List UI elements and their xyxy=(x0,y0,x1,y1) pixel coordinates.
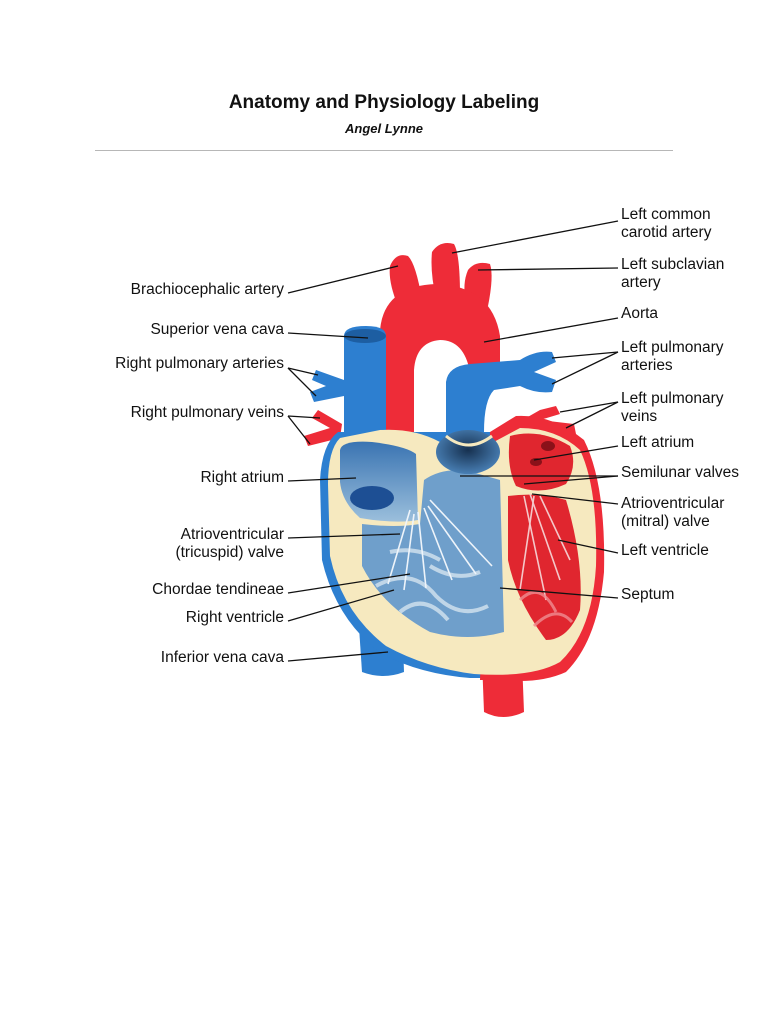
page-title: Anatomy and Physiology Labeling xyxy=(228,92,540,113)
pulmonary-vein-opening xyxy=(541,441,555,451)
label-mitral-valve: Atrioventricular xyxy=(621,495,724,512)
label-tricuspid-valve-2: (tricuspid) valve xyxy=(175,544,284,561)
label-left-pulmonary-veins-2: veins xyxy=(621,408,657,425)
label-inferior-vena-cava: Inferior vena cava xyxy=(161,649,285,666)
label-left-pulmonary-veins: Left pulmonary xyxy=(621,390,724,407)
leader-lines xyxy=(287,220,619,662)
label-semilunar-valves: Semilunar valves xyxy=(621,464,739,481)
label-left-pulmonary-arteries-2: arteries xyxy=(621,357,673,374)
label-aorta: Aorta xyxy=(621,305,658,322)
label-left-subclavian-2: artery xyxy=(621,274,661,291)
aortic-arch xyxy=(380,284,500,440)
label-right-atrium: Right atrium xyxy=(200,469,284,486)
label-brachiocephalic-artery: Brachiocephalic artery xyxy=(131,281,285,298)
superior-vena-cava-opening xyxy=(344,329,386,343)
heart-illustration xyxy=(304,243,605,717)
label-chordae-tendineae: Chordae tendineae xyxy=(152,581,284,598)
label-tricuspid-valve: Atrioventricular xyxy=(181,526,284,543)
pulmonary-vein-opening xyxy=(530,458,542,466)
label-superior-vena-cava: Superior vena cava xyxy=(150,321,284,338)
label-septum: Septum xyxy=(621,586,674,603)
author-name: Angel Lynne xyxy=(344,121,423,136)
mitral-chordae xyxy=(519,493,571,601)
label-left-common-carotid: Left common xyxy=(621,206,711,223)
label-left-common-carotid-2: carotid artery xyxy=(621,224,712,241)
label-left-atrium: Left atrium xyxy=(621,434,694,451)
right-pulmonary-vein-vessel xyxy=(304,410,342,446)
right-ventricle-trabeculae xyxy=(375,548,489,622)
tricuspid-chordae xyxy=(387,499,493,591)
left-labels: Brachiocephalic artery Superior vena cav… xyxy=(115,281,284,666)
label-mitral-valve-2: (mitral) valve xyxy=(621,513,710,530)
superior-vena-cava-vessel xyxy=(344,326,386,440)
label-right-ventricle: Right ventricle xyxy=(186,609,284,626)
left-ventricle-trabeculae xyxy=(518,590,574,628)
pulmonary-trunk xyxy=(446,351,556,432)
label-right-pulmonary-veins: Right pulmonary veins xyxy=(131,404,285,421)
left-ventricle-chamber xyxy=(508,494,581,640)
label-right-pulmonary-arteries: Right pulmonary arteries xyxy=(115,355,284,372)
label-left-ventricle: Left ventricle xyxy=(621,542,709,559)
title-divider xyxy=(95,150,673,151)
right-pulmonary-artery-vessel xyxy=(310,370,344,402)
right-labels: Left common carotid artery Left subclavi… xyxy=(621,206,739,603)
right-ventricle-chamber xyxy=(362,470,504,637)
label-left-subclavian: Left subclavian xyxy=(621,256,724,273)
coronary-sinus-opening xyxy=(350,486,394,510)
label-left-pulmonary-arteries: Left pulmonary xyxy=(621,339,724,356)
